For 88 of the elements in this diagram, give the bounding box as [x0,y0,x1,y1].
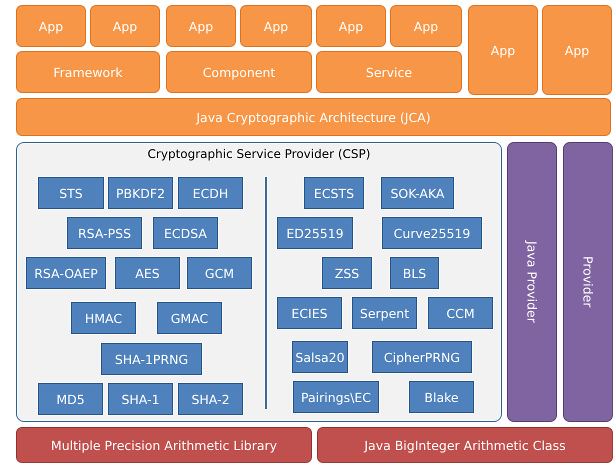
algorithm-box [428,297,493,329]
provider-column [507,142,557,422]
box-label: Provider [580,256,596,308]
box-label: ECDH [192,186,228,200]
box-label: App [264,18,288,34]
algorithm-box [101,343,202,375]
algorithm-box [178,383,243,415]
box-label: SHA-1PRNG [114,352,188,366]
box-label: PBKDF2 [116,186,166,200]
algorithm-box [38,177,104,209]
box-label: Salsa20 [295,350,345,364]
layer-box [542,5,612,95]
box-label: App [564,42,590,58]
box-label: RSA-OAEP [34,266,98,280]
box-label: App [414,18,438,34]
algorithm-box [277,217,353,249]
algorithm-box [108,383,173,415]
layer-box [90,5,160,47]
box-label: STS [59,186,83,200]
algorithm-box [115,257,180,289]
box-label: Java Provider [524,241,540,323]
algorithm-box [293,381,379,413]
algorithm-box [187,257,252,289]
box-label: Pairings\EC [301,390,371,404]
box-label: SHA-1 [121,392,160,406]
algorithm-box [67,217,142,249]
box-label: App [188,18,214,34]
box-label: BLS [402,266,426,280]
box-label: ED25519 [286,226,344,240]
box-label: Multiple Precision Arithmetic Library [50,438,278,452]
algorithm-box [372,341,472,373]
box-label: RSA-PSS [78,226,132,240]
box-label: HMAC [84,310,122,326]
algorithm-box [38,383,103,415]
algorithm-box [178,177,243,209]
layer-box [16,98,611,136]
layer-box [16,51,160,93]
panel-heading: Cryptographic Service Provider (CSP) [148,147,370,161]
box-label: Curve25519 [394,226,470,240]
box-label: App [338,18,364,34]
library-box [16,427,312,463]
box-label: CCM [446,306,475,320]
algorithm-box [292,341,348,373]
algorithm-box [382,217,482,249]
box-label: Service [366,64,412,80]
box-label: GCM [204,266,234,280]
box-label: AES [135,266,160,280]
layer-box [240,5,312,47]
algorithm-box [304,177,364,209]
layer-box [16,5,86,47]
layer-box [166,51,312,93]
algorithm-box [153,217,218,249]
box-label: Java BigInteger Arithmetic Class [364,438,566,452]
box-label: Component [202,64,276,80]
box-label: SOK-AKA [390,186,444,200]
layer-box [316,51,462,93]
box-label: ECSTS [314,186,354,200]
layer-box [166,5,236,47]
box-label: CipherPRNG [384,350,460,364]
algorithm-box [71,302,136,334]
library-box [317,427,613,463]
algorithm-box [26,257,106,289]
box-label: Framework [53,64,123,80]
box-label: SHA-2 [191,392,230,406]
layer-box [468,5,538,95]
box-label: MD5 [56,392,85,406]
algorithm-box [390,257,439,289]
algorithm-box [352,297,417,329]
algorithm-box [322,257,372,289]
box-label: App [490,42,516,58]
layer-box [316,5,386,47]
algorithm-box [277,297,342,329]
box-label: ECIES [291,306,328,320]
box-label: App [38,18,64,34]
box-label: Java Cryptographic Architecture (JCA) [196,110,431,124]
box-label: ZSS [334,266,360,280]
box-label: Serpent [360,306,410,320]
provider-column [563,142,613,422]
algorithm-box [409,381,474,413]
box-label: App [112,18,138,34]
algorithm-box [381,177,454,209]
provider-panel [16,142,502,422]
algorithm-box [157,302,222,334]
box-label: GMAC [170,310,208,326]
box-label: ECDSA [164,226,207,240]
box-label: Blake [424,390,459,404]
algorithm-box [108,177,173,209]
layer-box [390,5,462,47]
